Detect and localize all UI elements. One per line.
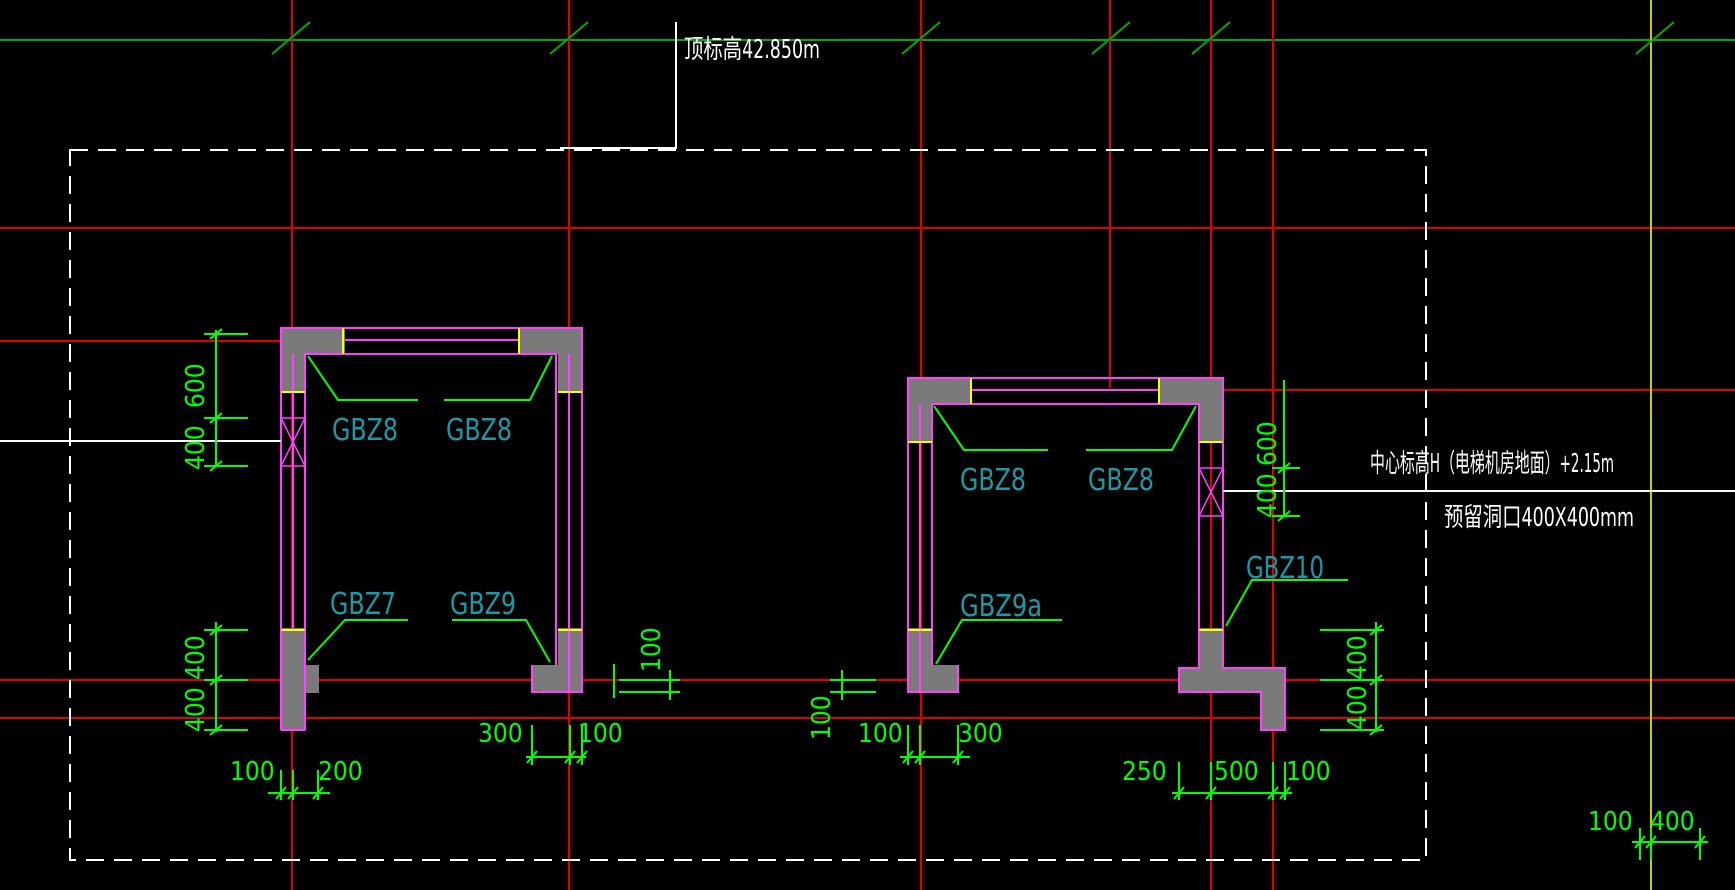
wall-label-gbz9a: GBZ9a	[960, 589, 1042, 624]
dim-label: 500	[1214, 757, 1259, 787]
left-elevator-shaft[interactable]	[0, 327, 583, 731]
dim-label: 250	[1122, 757, 1167, 787]
dim-label: 400	[181, 425, 211, 470]
dim-label: 600	[181, 363, 211, 408]
dim-label: 100	[807, 695, 837, 740]
dim-label: 400	[1253, 473, 1283, 518]
wall-label-gbz9: GBZ9	[450, 587, 516, 622]
dim-label: 300	[958, 719, 1003, 749]
dim-label: 200	[318, 757, 363, 787]
top-elevation-label: 顶标高42.850m	[684, 35, 820, 65]
dim-label: 100	[578, 719, 623, 749]
dim-label: 400	[1343, 635, 1373, 680]
reserved-hole-label: 预留洞口400X400mm	[1444, 503, 1634, 533]
wall-label-gbz8: GBZ8	[446, 413, 512, 448]
dim-label: 600	[1253, 421, 1283, 466]
left-hole-x-icon	[280, 417, 306, 467]
dim-label: 100	[230, 757, 275, 787]
dashed-boundary	[69, 149, 1427, 861]
dim-label: 400	[1343, 685, 1373, 730]
wall-label-gbz8: GBZ8	[1088, 463, 1154, 498]
wall-label-gbz7: GBZ7	[330, 587, 396, 622]
dim-label: 400	[181, 687, 211, 732]
dim-label: 100	[1286, 757, 1331, 787]
center-elevation-label: 中心标高H（电梯机房地面）+2.15m	[1370, 449, 1614, 479]
wall-label-gbz10: GBZ10	[1246, 551, 1324, 586]
wall-label-gbz8: GBZ8	[332, 413, 398, 448]
right-elevator-shaft[interactable]	[907, 377, 1735, 731]
dim-label: 400	[1650, 807, 1695, 837]
dim-label: 100	[637, 627, 667, 672]
wall-label-gbz8: GBZ8	[960, 463, 1026, 498]
dim-label: 300	[478, 719, 523, 749]
dim-label: 100	[858, 719, 903, 749]
dim-label: 400	[181, 635, 211, 680]
dim-label: 100	[1588, 807, 1633, 837]
top-elevation-leader	[560, 22, 677, 149]
dimension-lines	[204, 328, 1708, 860]
